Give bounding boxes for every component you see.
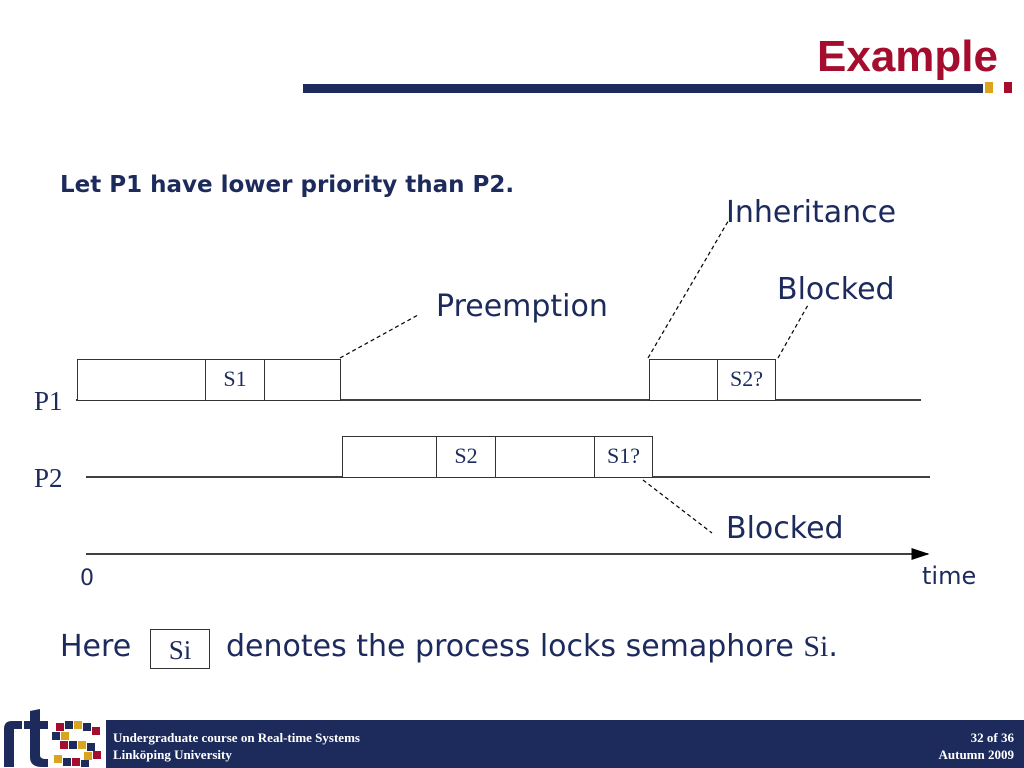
legend-prefix: Here [60, 629, 132, 664]
preemption-label: Preemption [436, 289, 608, 324]
preemption-callout-line [339, 314, 419, 359]
p2-segment [495, 436, 595, 478]
inheritance-callout-line [647, 217, 731, 359]
legend-example-box: Si [150, 629, 210, 669]
rts-logo [0, 705, 106, 768]
legend-suffix: . [828, 629, 838, 664]
blocked-p1-callout-line [777, 304, 809, 359]
footer-university: Linköping University [113, 747, 232, 762]
p2-label: P2 [34, 463, 63, 493]
p2-segment [342, 436, 437, 478]
p2-segment-s2: S2 [436, 436, 496, 478]
inheritance-label: Inheritance [726, 195, 897, 230]
logo-mosaic [52, 721, 101, 767]
p1-segment-s2-blocked: S2? [717, 359, 776, 401]
footer-bar [0, 720, 1024, 768]
blocked-p1-label: Blocked [777, 272, 895, 307]
footer-page-number: 32 of 36 [970, 730, 1014, 745]
legend-text: denotes the process locks semaphore Si. [226, 629, 838, 665]
p2-segment-s1-blocked: S1? [594, 436, 653, 478]
axis-time-label: time [922, 562, 977, 590]
p1-segment [649, 359, 718, 401]
legend-middle: denotes the process locks semaphore [226, 629, 794, 664]
blocked-p2-label: Blocked [726, 511, 844, 546]
p1-segment [77, 359, 206, 401]
blocked-p2-callout-line [642, 479, 713, 534]
slide-title: Example [817, 32, 998, 81]
title-accent-square [985, 82, 993, 93]
p1-label: P1 [34, 386, 63, 416]
slide-subtitle: Let P1 have lower priority than P2. [60, 172, 515, 198]
p1-segment-s1: S1 [205, 359, 265, 401]
p1-segment [264, 359, 341, 401]
legend-semaphore: Si [803, 630, 829, 663]
axis-origin-label: 0 [80, 566, 94, 591]
footer-term: Autumn 2009 [938, 747, 1015, 762]
title-underline-bar [303, 84, 983, 93]
footer-course: Undergraduate course on Real-time System… [113, 730, 360, 745]
title-accent-square [1004, 82, 1012, 93]
